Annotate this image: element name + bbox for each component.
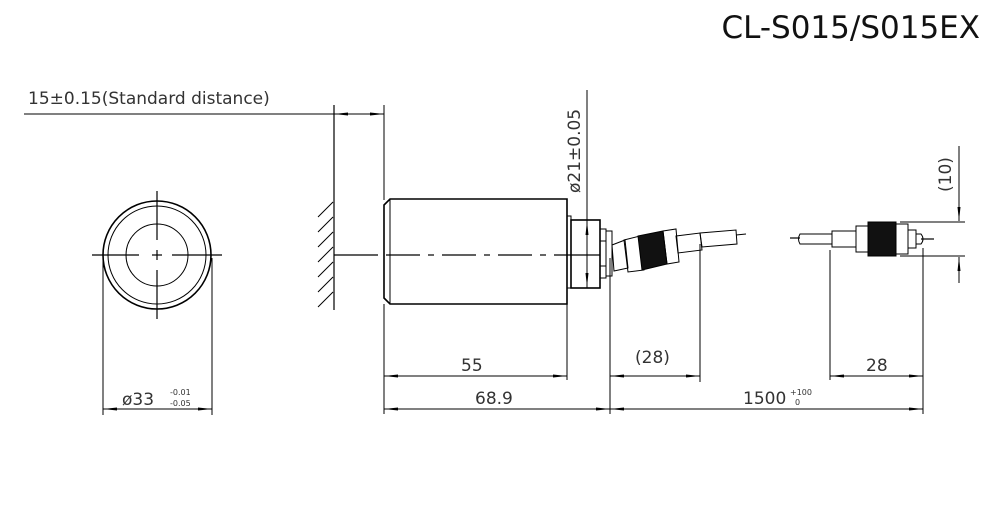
dim-length-55: 55 — [461, 356, 483, 376]
head-connector — [599, 228, 747, 382]
dim-length-28-ref: (28) — [635, 348, 670, 368]
sensor-head-side-view — [383, 198, 601, 305]
connector-height-dimension: (10) — [936, 146, 961, 283]
dim-diameter-33-tol-upper: -0.01 — [170, 388, 191, 397]
dim-cable-length-tol-upper: +100 — [790, 388, 812, 397]
dim-diameter-21: ø21±0.05 — [565, 109, 585, 193]
dim-cable-length: 1500 — [743, 389, 786, 409]
target-surface — [317, 201, 378, 308]
diameter-21-dimension: ø21±0.05 — [565, 90, 589, 288]
diameter-33-dimension: ø33 -0.01 -0.05 — [122, 388, 191, 410]
drawing-title: CL-S015/S015EX — [721, 10, 980, 46]
dim-length-68-9: 68.9 — [475, 389, 513, 409]
dim-connector-height: (10) — [936, 157, 956, 192]
length-dimensions: 55 68.9 (28) 28 1500 +100 0 — [383, 304, 923, 414]
dim-diameter-33-tol-lower: -0.05 — [170, 399, 191, 408]
dim-standard-distance: 15±0.15(Standard distance) — [28, 89, 270, 109]
standard-distance-dimension: 15±0.15(Standard distance) — [24, 89, 385, 310]
front-view — [92, 191, 222, 415]
dim-diameter-33: ø33 — [122, 390, 154, 410]
dim-length-28: 28 — [866, 356, 888, 376]
dim-cable-length-tol-lower: 0 — [795, 398, 800, 407]
cable-end-connector — [790, 221, 965, 414]
